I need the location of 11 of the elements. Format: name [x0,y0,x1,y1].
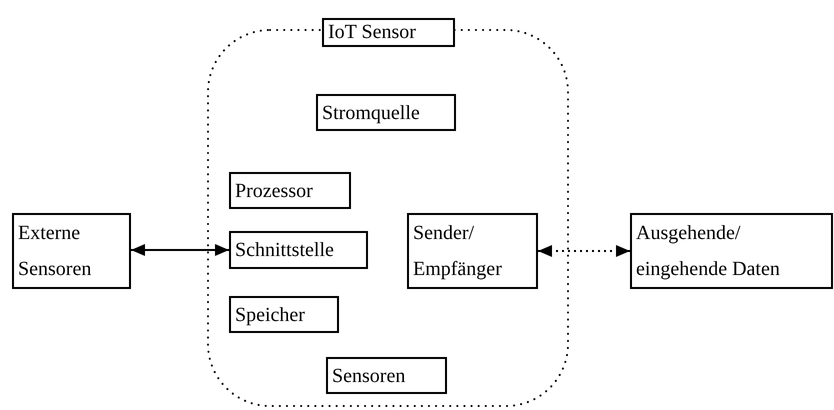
component-label: Stromquelle [316,94,456,131]
group-title: IoT Sensor [322,18,455,47]
component-label: Prozessor [229,172,351,209]
component-label: Ausgehende/ eingehende Daten [630,213,833,289]
double-arrow [538,245,630,257]
double-arrow [131,244,229,256]
component-label: Sender/ Empfänger [407,213,538,289]
component-label: Speicher [229,296,339,333]
component-label: Schnittstelle [229,231,368,269]
component-label: Externe Sensoren [12,213,131,289]
component-label: Sensoren [326,357,447,394]
